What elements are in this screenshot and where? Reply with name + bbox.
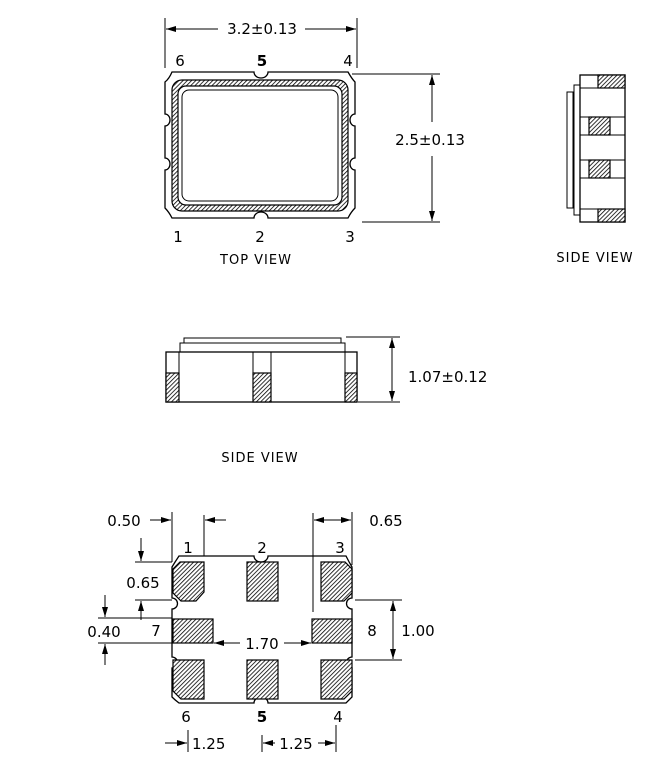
pad-6	[172, 659, 205, 700]
pad-5	[246, 659, 279, 700]
height-dimension: 1.07±0.12	[408, 368, 487, 386]
pad-3	[320, 561, 353, 602]
pad-8	[311, 618, 353, 644]
width-dimension: 3.2±0.13	[227, 20, 297, 38]
pin-label: 3	[345, 228, 355, 246]
side-body	[579, 74, 626, 223]
pin-label: 2	[257, 539, 267, 557]
side-view-front: 1.07±0.12 SIDE VIEW	[165, 336, 487, 466]
side-view-caption: SIDE VIEW	[556, 251, 633, 266]
pad-7	[172, 618, 214, 644]
pin-label: 5	[257, 708, 267, 726]
pad-1	[172, 561, 205, 602]
pin-label: 4	[343, 52, 353, 70]
top-view-caption: TOP VIEW	[219, 253, 292, 268]
pin-label: 6	[181, 708, 191, 726]
dimension-0-65-height: 0.65	[126, 574, 159, 592]
top-view: 3.2±0.13 2.5±0.13 6 5 4 1 2 3 TOP VIEW	[164, 18, 465, 268]
package-outline	[164, 71, 356, 219]
footprint-view: 1 2 3 6 5 4 7 8 0.50 0.65 0.65 0.40 1.70	[87, 512, 435, 753]
height-dimension: 2.5±0.13	[395, 131, 465, 149]
pin-label: 1	[173, 228, 183, 246]
pin-label: 1	[183, 539, 193, 557]
pin-label: 7	[151, 622, 161, 640]
footprint-outline	[171, 555, 353, 704]
pin-label: 8	[367, 622, 377, 640]
lid-window	[177, 85, 343, 206]
pad-4	[320, 659, 353, 700]
side-view-caption: SIDE VIEW	[221, 451, 298, 466]
pin-label: 2	[255, 228, 265, 246]
pin-label: 5	[257, 52, 267, 70]
lid-inner	[181, 89, 339, 202]
dimension-1-70: 1.70	[245, 635, 278, 653]
pin-label: 6	[175, 52, 185, 70]
dimension-1-25-left: 1.25	[192, 735, 225, 753]
dimension-0-65-width: 0.65	[369, 512, 402, 530]
dimension-0-50: 0.50	[107, 512, 140, 530]
dimension-1-00: 1.00	[401, 622, 434, 640]
side-view-right: SIDE VIEW	[556, 74, 633, 266]
pin-label: 3	[335, 539, 345, 557]
dimension-0-40: 0.40	[87, 623, 120, 641]
dimension-1-25-right: 1.25	[279, 735, 312, 753]
pad-2	[246, 561, 279, 602]
pin-label: 4	[333, 708, 343, 726]
